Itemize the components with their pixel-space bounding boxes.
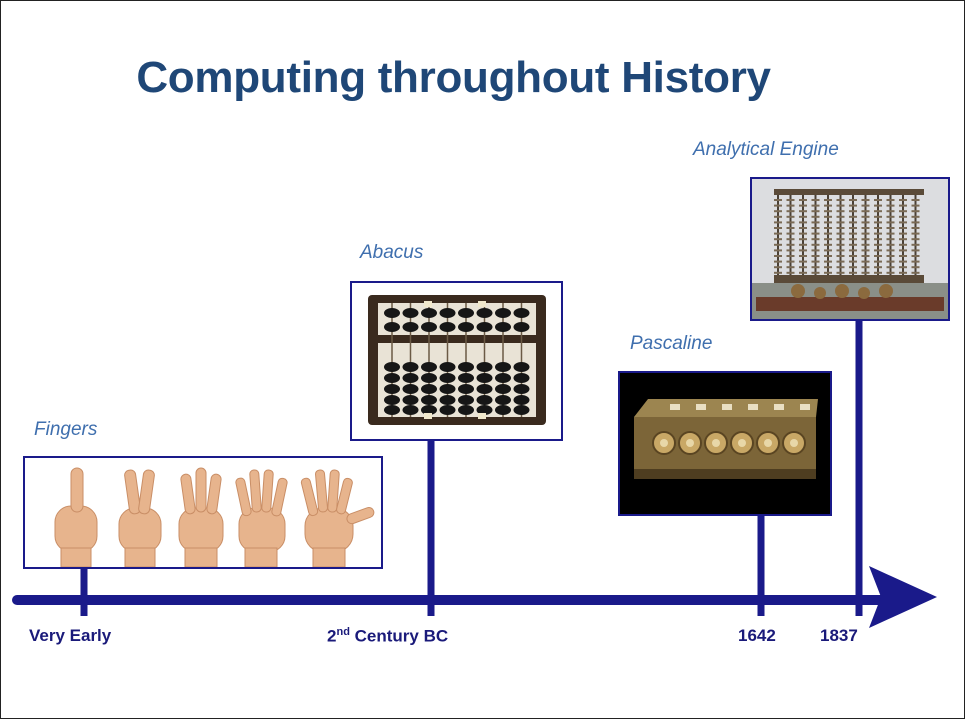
fingers-image [23, 456, 383, 569]
label-century-number: 2 [327, 626, 337, 646]
analytical-engine-image [750, 177, 950, 321]
hand-four [235, 469, 288, 567]
label-very-early: Very Early [29, 626, 112, 645]
caption-abacus: Abacus [360, 242, 424, 263]
caption-fingers: Fingers [34, 419, 98, 440]
abacus-image [350, 281, 563, 441]
timeline-arrowhead [869, 566, 937, 628]
label-2nd-century-bc: 2nd Century BC [327, 626, 448, 647]
label-century-text: Century BC [349, 626, 449, 646]
hand-two [118, 469, 162, 567]
caption-analytical-engine: Analytical Engine [693, 139, 839, 160]
pascaline-image [618, 371, 832, 516]
label-1837: 1837 [820, 626, 858, 645]
caption-pascaline: Pascaline [630, 333, 713, 354]
hand-five [300, 469, 375, 567]
hand-one [54, 467, 98, 567]
hand-three [178, 467, 224, 567]
label-century-suffix: nd [336, 626, 350, 638]
label-1642: 1642 [738, 626, 776, 645]
slide-title: Computing throughout History [136, 53, 771, 102]
